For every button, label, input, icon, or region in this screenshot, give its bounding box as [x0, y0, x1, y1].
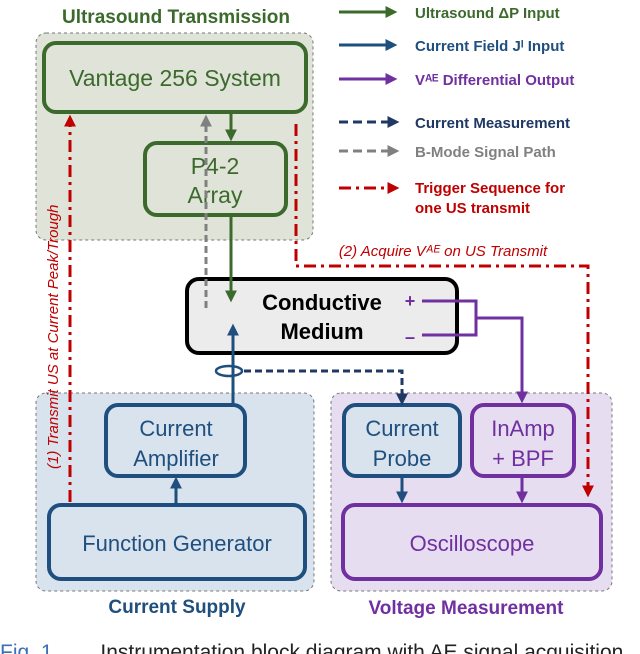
current-probe-label-line1: Current: [365, 416, 438, 441]
legend-bmode-label: B-Mode Signal Path: [415, 144, 556, 161]
legend-trigger-label-line1: Trigger Sequence for: [415, 180, 565, 197]
current-probe-label-line2: Probe: [373, 446, 432, 471]
current-measurement-arrow: [244, 369, 408, 406]
legend-ultrasound-label: Ultrasound ΔP Input: [415, 5, 560, 22]
inamp-bpf-label-line2: + BPF: [492, 446, 554, 471]
vantage-system-box: [42, 41, 308, 114]
legend-vae-label: Vᴬᴱ Differential Output: [415, 72, 574, 89]
transmit-annotation: (1) Transmit US at Current Peak/Trough: [45, 204, 62, 469]
current-amplifier-label-line2: Amplifier: [133, 446, 219, 471]
legend: Ultrasound ΔP Input Current Field Jᴵ Inp…: [339, 5, 574, 217]
current-supply-group-title: Current Supply: [108, 597, 246, 618]
acquire-annotation: (2) Acquire Vᴬᴱ on US Transmit: [339, 243, 548, 260]
oscilloscope-box: [341, 503, 603, 581]
ultrasound-group-title: Ultrasound Transmission: [62, 7, 290, 28]
vae-to-inamp-arrow: [476, 316, 528, 404]
medium-plus-terminal: +: [405, 291, 416, 311]
legend-current-field-label: Current Field Jᴵ Input: [415, 38, 564, 55]
current-clamp-icon: [214, 364, 244, 378]
conductive-medium-box: [185, 277, 459, 355]
current-amplifier-label-line1: Current: [139, 416, 212, 441]
inamp-bpf-box: [470, 403, 576, 478]
inamp-bpf-label-line1: InAmp: [491, 416, 555, 441]
p42-array-box: [143, 141, 288, 217]
figure-caption-label: Fig. 1.: [0, 642, 59, 654]
p42-array-label-line1: P4-2: [191, 153, 240, 179]
legend-current-measurement-label: Current Measurement: [415, 115, 570, 132]
voltage-measurement-group-title: Voltage Measurement: [369, 598, 565, 619]
conductive-medium-label-line1: Conductive: [262, 290, 382, 315]
function-generator-label: Function Generator: [82, 531, 272, 556]
oscilloscope-label: Oscilloscope: [410, 531, 535, 556]
legend-trigger-label-line2: one US transmit: [415, 200, 530, 217]
conductive-medium-label-line2: Medium: [280, 319, 363, 344]
p42-array-label-line2: Array: [188, 182, 243, 208]
figure-caption-text: Instrumentation block diagram with AE si…: [100, 642, 624, 654]
current-amplifier-box: [104, 403, 247, 478]
figure-caption: Fig. 1. Instrumentation block diagram wit…: [0, 642, 640, 654]
medium-minus-terminal: –: [405, 327, 415, 347]
vantage-system-label: Vantage 256 System: [69, 65, 281, 91]
